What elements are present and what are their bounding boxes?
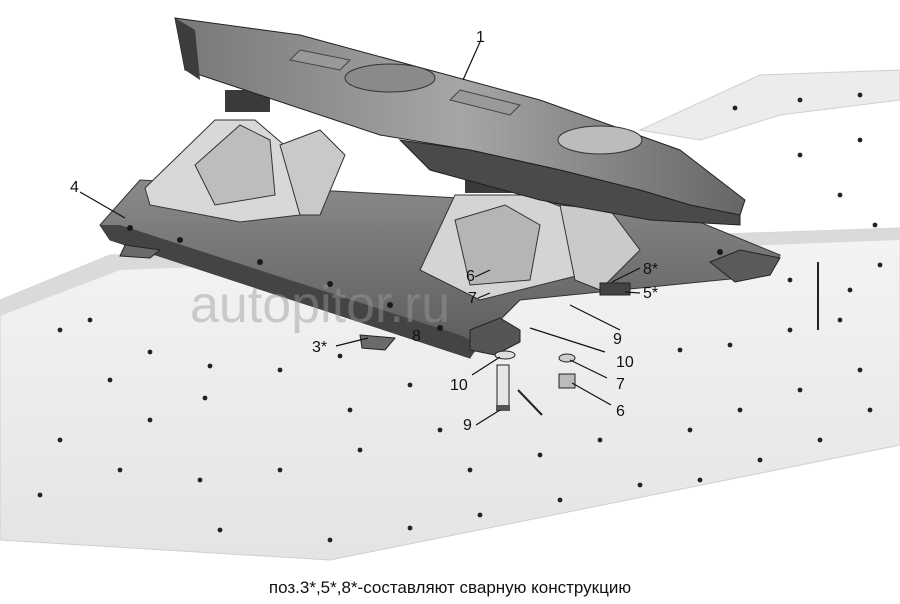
callout-1: 1 <box>476 29 485 46</box>
watermark: autopitor.ru <box>190 276 450 334</box>
callout-8: 8 <box>412 328 421 345</box>
callout-3-star: 3* <box>312 339 327 356</box>
reinforcement-5-star <box>599 282 631 296</box>
callout-8-star: 8* <box>643 261 658 278</box>
nut-6 <box>558 373 576 389</box>
callout-9-upper: 9 <box>613 331 622 348</box>
bolt-9 <box>496 364 510 411</box>
callout-4: 4 <box>70 179 79 196</box>
left-bracket <box>144 90 346 223</box>
fifth-wheel-disc <box>174 17 746 226</box>
callout-5-star: 5* <box>643 285 658 302</box>
leader-lines <box>79 41 641 426</box>
frame-holes <box>37 92 883 543</box>
callout-6-upper: 6 <box>466 268 475 285</box>
callout-10-left: 10 <box>450 377 468 394</box>
callout-9-lower: 9 <box>463 417 472 434</box>
callout-7-upper: 7 <box>468 290 477 307</box>
callout-10-right: 10 <box>616 354 634 371</box>
figure-caption: поз.3*,5*,8*-составляют сварную конструк… <box>268 578 632 597</box>
gusset-8-star <box>709 249 781 283</box>
callout-6-lower: 6 <box>616 403 625 420</box>
callout-7-lower: 7 <box>616 376 625 393</box>
frame-slots <box>517 262 819 416</box>
